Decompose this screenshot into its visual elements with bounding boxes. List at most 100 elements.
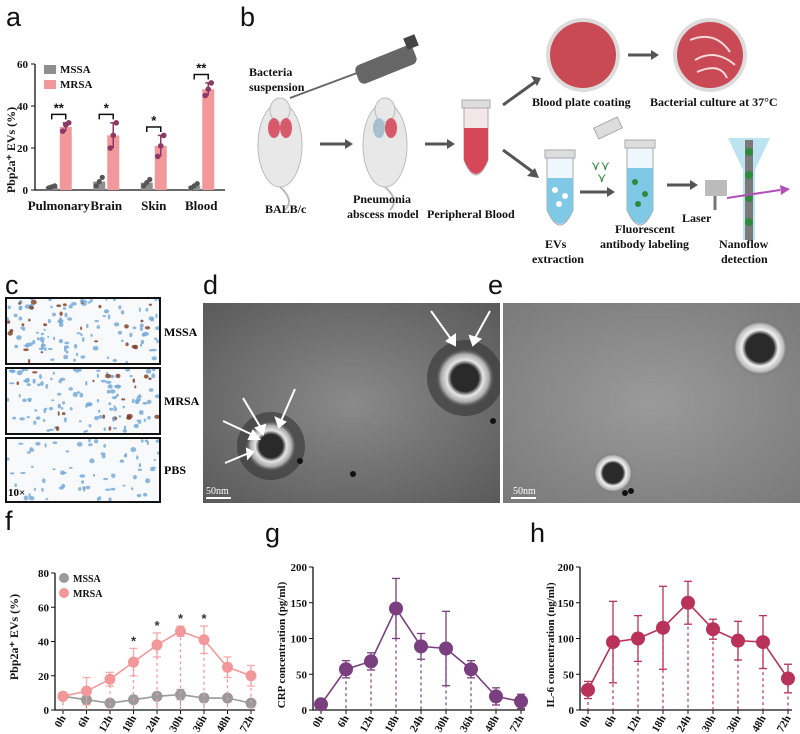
cell xyxy=(100,379,107,383)
cell xyxy=(68,387,73,391)
x-tick-label: Blood xyxy=(185,198,218,213)
cell xyxy=(136,395,141,398)
fluorescent-label-2: antibody labeling xyxy=(600,237,689,251)
x-tick-label: Brain xyxy=(90,198,123,213)
data-point xyxy=(198,692,210,704)
significance-bracket xyxy=(146,126,162,132)
cell xyxy=(148,377,152,380)
cell xyxy=(13,313,18,318)
cell xyxy=(90,333,93,337)
cell xyxy=(14,344,19,349)
data-point xyxy=(65,120,72,126)
cell xyxy=(18,301,21,305)
cell xyxy=(40,351,44,354)
cell xyxy=(9,329,14,333)
cell xyxy=(20,305,23,310)
data-point xyxy=(81,685,92,697)
data-point xyxy=(314,697,328,712)
y-axis-label: Pbp2a⁺ EVs (%) xyxy=(7,594,21,680)
cell xyxy=(157,451,159,455)
cell xyxy=(29,299,35,301)
cell xyxy=(139,327,143,331)
panel-b-schematic: b Bacteria suspension BALB/c Pneumonia a… xyxy=(240,2,790,266)
laser-label: Laser xyxy=(682,211,712,225)
tem-image-e: 50nm xyxy=(503,303,800,503)
cell xyxy=(115,373,121,379)
cell xyxy=(146,440,149,446)
data-point xyxy=(756,635,770,650)
cell xyxy=(27,359,31,363)
data-point xyxy=(731,633,745,648)
y-tick-label: 0 xyxy=(569,705,575,717)
cell xyxy=(76,332,82,335)
tissue-texture xyxy=(7,439,159,501)
blood-tube-icon xyxy=(461,99,491,176)
cell xyxy=(65,350,69,354)
x-tick-label: 24h xyxy=(675,714,694,734)
panel-a-bar-chart: a Pbp2a⁺ EVs (%) 0204060**Pulmonary*Brai… xyxy=(4,2,225,213)
row-label-pbs: PBS xyxy=(164,463,187,477)
data-point xyxy=(96,179,102,185)
cell xyxy=(96,369,101,372)
cell xyxy=(80,333,83,337)
cell xyxy=(82,486,86,490)
cell xyxy=(89,458,95,464)
cell xyxy=(23,495,29,501)
cell xyxy=(64,341,70,345)
data-point xyxy=(631,631,645,646)
data-point xyxy=(151,690,163,702)
x-tick-label: 36h xyxy=(191,714,210,734)
x-tick-label: 12h xyxy=(97,714,116,734)
cell xyxy=(63,354,69,360)
x-tick-label: 12h xyxy=(358,714,377,734)
x-tick-label: 12h xyxy=(625,714,644,734)
cell xyxy=(67,317,73,321)
cell xyxy=(150,468,156,472)
panel-letter-b: b xyxy=(240,2,255,32)
cell xyxy=(113,322,120,327)
cell xyxy=(152,369,156,372)
cell xyxy=(92,346,99,351)
cell xyxy=(131,487,134,491)
x-tick-label: 18h xyxy=(650,714,669,734)
cell xyxy=(73,369,76,372)
significance-bracket xyxy=(193,73,209,80)
data-point xyxy=(245,670,257,682)
cell xyxy=(18,316,23,321)
panel-letter-e: e xyxy=(488,270,503,300)
data-point xyxy=(157,143,164,149)
cell xyxy=(10,472,15,475)
cell xyxy=(106,356,110,360)
cell xyxy=(21,323,25,327)
cell xyxy=(43,323,48,327)
data-point xyxy=(202,92,209,99)
vesicle xyxy=(593,453,633,493)
cell xyxy=(142,332,146,337)
cell xyxy=(43,328,46,332)
bacterial-culture-label: Bacterial culture at 37°C xyxy=(650,95,778,109)
cell xyxy=(101,454,106,459)
cell xyxy=(52,441,58,444)
x-tick-label: 48h xyxy=(750,714,769,734)
cell xyxy=(98,304,102,309)
cell xyxy=(108,426,112,431)
panel-letter-c-wrap: c xyxy=(5,270,19,300)
cell xyxy=(39,374,42,380)
cell xyxy=(30,299,37,305)
tissue-texture xyxy=(7,299,159,363)
legend-label-mssa: MSSA xyxy=(73,574,102,585)
cell xyxy=(107,384,113,389)
fluorescent-label-1: Fluorescent xyxy=(615,222,675,236)
data-point xyxy=(198,634,210,646)
mouse-icon xyxy=(362,97,408,211)
data-point xyxy=(706,622,720,637)
panel-c-histology: c MSSA MRSA PBS 10× xyxy=(0,270,205,505)
data-point xyxy=(113,120,120,126)
cell xyxy=(103,443,106,448)
data-point xyxy=(151,639,163,651)
cell xyxy=(50,358,55,361)
data-point xyxy=(514,694,528,709)
cell xyxy=(23,348,29,352)
cell xyxy=(23,369,29,371)
